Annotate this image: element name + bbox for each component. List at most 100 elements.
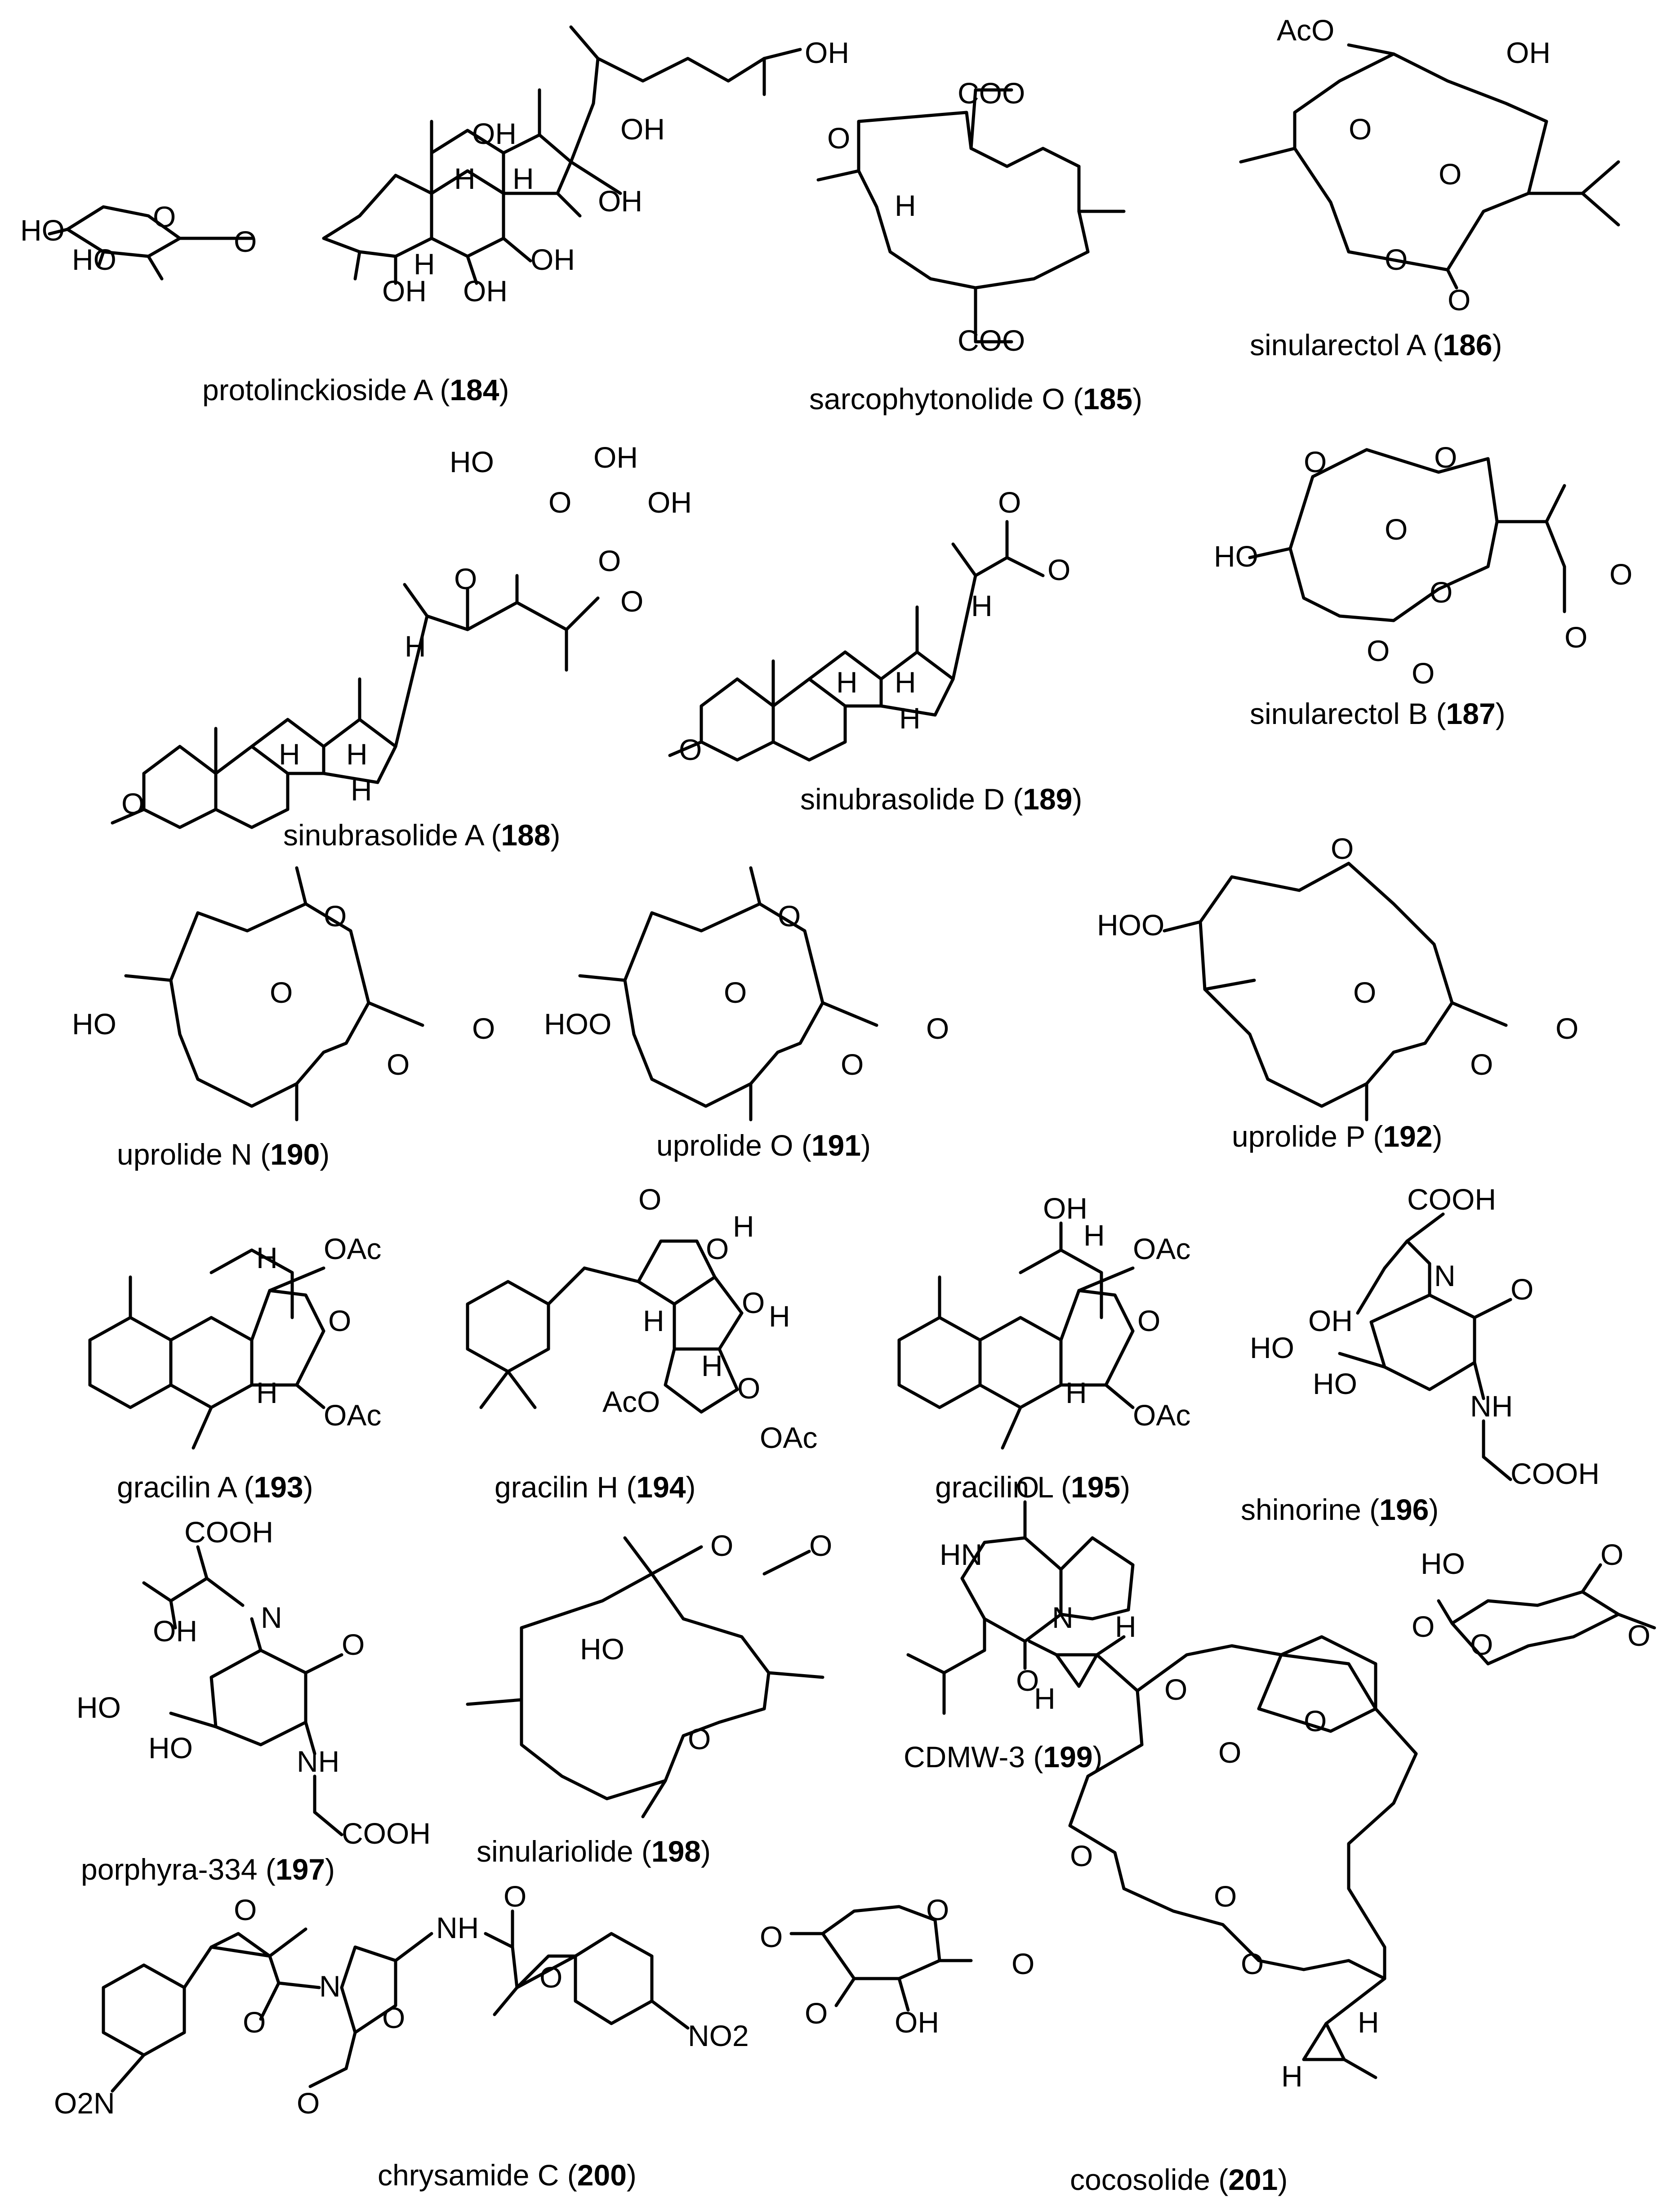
atom-labels-190: HO O O O O bbox=[72, 899, 495, 1081]
svg-text:H: H bbox=[346, 737, 368, 771]
svg-text:HN: HN bbox=[940, 1538, 982, 1571]
svg-text:O: O bbox=[328, 1304, 351, 1337]
svg-text:HO: HO bbox=[1250, 1331, 1294, 1364]
svg-text:O: O bbox=[737, 1372, 760, 1405]
svg-text:H: H bbox=[256, 1376, 278, 1409]
caption-192: uprolide P (192) bbox=[1232, 1120, 1442, 1153]
svg-text:O: O bbox=[387, 1048, 410, 1081]
svg-text:HO: HO bbox=[580, 1632, 624, 1666]
atom-labels-187: O O HO O O O O O O bbox=[1214, 441, 1632, 690]
svg-text:O: O bbox=[1434, 441, 1457, 474]
svg-text:OH: OH bbox=[463, 274, 508, 308]
caption-196: shinorine (196) bbox=[1241, 1493, 1439, 1526]
svg-text:OH: OH bbox=[472, 117, 517, 150]
svg-text:O: O bbox=[1627, 1619, 1650, 1652]
svg-text:O: O bbox=[926, 1012, 949, 1045]
caption-189: sinubrasolide D (189) bbox=[800, 782, 1082, 816]
svg-text:O: O bbox=[1304, 445, 1327, 478]
svg-text:OH: OH bbox=[1308, 1304, 1353, 1337]
caption-194: gracilin H (194) bbox=[495, 1470, 696, 1504]
svg-text:H: H bbox=[1065, 1376, 1087, 1409]
atom-labels-201: H H O O O O HO O O O O O O O O O O OH H … bbox=[760, 1538, 1650, 2093]
structure-198 bbox=[466, 1536, 824, 1818]
atom-labels-200: O O2N O N O O NH O O NO2 bbox=[54, 1880, 749, 2120]
svg-text:O: O bbox=[1016, 1470, 1039, 1504]
structure-191 bbox=[578, 866, 878, 1121]
svg-text:OAc: OAc bbox=[324, 1398, 381, 1432]
svg-text:NH: NH bbox=[297, 1745, 339, 1778]
svg-text:COO: COO bbox=[958, 324, 1025, 357]
svg-text:N: N bbox=[1434, 1259, 1456, 1292]
svg-text:O: O bbox=[1047, 553, 1070, 586]
atom-labels-191: HOO O O O O bbox=[544, 899, 949, 1081]
svg-text:H: H bbox=[769, 1300, 790, 1333]
caption-198: sinulariolide (198) bbox=[477, 1835, 711, 1868]
caption-200: chrysamide C (200) bbox=[378, 2158, 637, 2192]
svg-text:O: O bbox=[1564, 621, 1587, 654]
svg-text:H: H bbox=[1115, 1610, 1136, 1643]
svg-text:O: O bbox=[1412, 657, 1435, 690]
svg-text:O: O bbox=[724, 976, 747, 1009]
caption-197: porphyra-334 (197) bbox=[81, 1853, 335, 1886]
svg-text:OH: OH bbox=[153, 1614, 197, 1648]
atom-labels-198: O O HO O bbox=[580, 1529, 832, 1756]
svg-text:OAc: OAc bbox=[760, 1421, 817, 1454]
svg-text:O: O bbox=[1367, 634, 1390, 667]
svg-text:OH: OH bbox=[530, 243, 575, 276]
svg-text:O: O bbox=[504, 1880, 526, 1913]
atom-labels-186: AcO O OH O O O bbox=[1277, 13, 1551, 317]
caption-195: gracilin L (195) bbox=[935, 1470, 1130, 1504]
svg-text:O: O bbox=[297, 2086, 320, 2120]
svg-text:OH: OH bbox=[382, 274, 427, 308]
svg-text:O: O bbox=[1609, 558, 1632, 591]
atom-labels-196: COOH OH N O HO HO NH COOH bbox=[1250, 1183, 1600, 1490]
svg-text:O: O bbox=[1304, 1704, 1327, 1738]
svg-text:O: O bbox=[1470, 1048, 1493, 1081]
svg-text:AcO: AcO bbox=[1277, 13, 1334, 47]
structure-195 bbox=[897, 1221, 1135, 1450]
svg-text:O: O bbox=[382, 2001, 405, 2034]
svg-text:O: O bbox=[1012, 1947, 1034, 1980]
svg-text:OAc: OAc bbox=[324, 1232, 381, 1265]
svg-text:O: O bbox=[827, 121, 850, 155]
svg-text:O: O bbox=[1241, 1947, 1264, 1980]
svg-text:COOH: COOH bbox=[1407, 1183, 1496, 1216]
caption-191: uprolide O (191) bbox=[656, 1129, 871, 1162]
atom-labels-184: HO HO O O OH OH OH OH OH OH OH H H H bbox=[20, 36, 849, 308]
structure-184 bbox=[48, 25, 802, 285]
structure-192 bbox=[1163, 862, 1508, 1121]
svg-text:O: O bbox=[598, 544, 621, 577]
svg-text:O: O bbox=[1600, 1538, 1623, 1571]
svg-text:O: O bbox=[1137, 1304, 1160, 1337]
svg-text:H: H bbox=[1281, 2060, 1303, 2093]
structure-196 bbox=[1338, 1212, 1512, 1481]
svg-text:O: O bbox=[472, 1012, 495, 1045]
svg-text:OH: OH bbox=[598, 184, 642, 218]
svg-text:OH: OH bbox=[895, 2006, 939, 2039]
svg-text:O: O bbox=[998, 486, 1021, 519]
svg-text:H: H bbox=[405, 630, 426, 663]
svg-text:O: O bbox=[742, 1286, 765, 1319]
structure-200 bbox=[102, 1909, 690, 2093]
caption-193: gracilin A (193) bbox=[117, 1470, 313, 1504]
svg-text:HO: HO bbox=[1214, 540, 1258, 573]
svg-text:H: H bbox=[701, 1349, 723, 1382]
svg-text:O: O bbox=[1470, 1628, 1493, 1661]
atom-labels-188: O HO OH OH O O O O H H H H bbox=[121, 441, 692, 820]
svg-text:O: O bbox=[1218, 1736, 1241, 1769]
svg-text:O: O bbox=[270, 976, 293, 1009]
structure-201 bbox=[789, 1563, 1656, 2079]
svg-text:OH: OH bbox=[1506, 36, 1551, 69]
svg-text:O: O bbox=[1331, 832, 1354, 865]
svg-text:O: O bbox=[1385, 243, 1408, 276]
svg-text:O: O bbox=[1412, 1610, 1435, 1643]
svg-text:OH: OH bbox=[1043, 1192, 1087, 1225]
atom-labels-185: O H COO COO bbox=[827, 76, 1025, 357]
structure-194 bbox=[466, 1239, 744, 1414]
svg-text:H: H bbox=[899, 701, 921, 735]
svg-text:O: O bbox=[805, 1997, 828, 2030]
svg-text:HO: HO bbox=[1421, 1547, 1465, 1580]
svg-text:O: O bbox=[679, 733, 702, 766]
svg-text:O: O bbox=[638, 1183, 661, 1216]
